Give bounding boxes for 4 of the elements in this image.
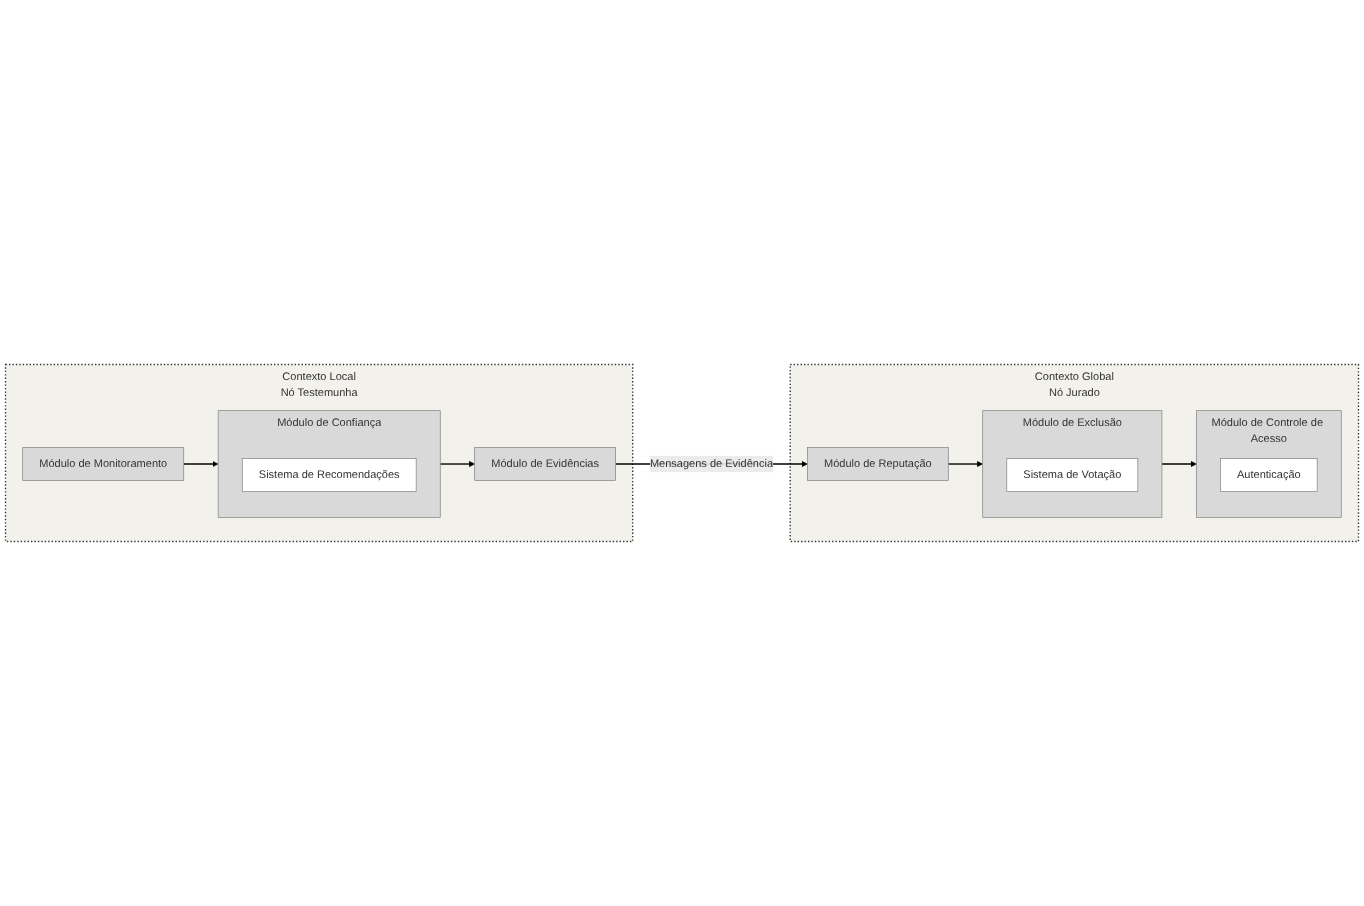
arrow xyxy=(439,461,475,468)
arrow xyxy=(183,461,219,468)
arrow xyxy=(1161,461,1197,468)
arrow xyxy=(947,461,983,468)
